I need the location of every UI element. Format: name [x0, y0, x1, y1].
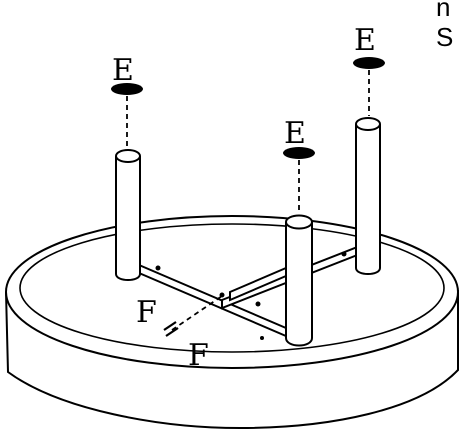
leg-left — [115, 149, 141, 281]
tabletop-bottom-edge — [5, 290, 459, 429]
guide-screw — [171, 295, 223, 331]
screw-icon — [163, 321, 177, 331]
tabletop-inner-rim — [19, 223, 445, 353]
label-e-right: E — [354, 23, 376, 58]
leg-front-middle — [285, 214, 313, 347]
screw-icons — [163, 321, 179, 337]
label-f-upper: F — [136, 295, 157, 330]
label-f-lower: F — [188, 338, 209, 373]
label-e-left: E — [112, 53, 134, 88]
legs — [115, 117, 381, 347]
corner-text-bottom: S — [436, 22, 453, 52]
foot-caps — [111, 57, 385, 159]
screw-icon — [165, 327, 179, 337]
label-e-middle: E — [284, 116, 306, 151]
tabletop — [5, 215, 459, 429]
foot-cap-middle — [283, 147, 315, 159]
screw-hole — [255, 301, 261, 307]
screw-hole — [341, 251, 347, 257]
screw-hole — [260, 336, 264, 340]
guide-lines — [126, 70, 370, 331]
tabletop-outer-rim — [5, 215, 459, 369]
foot-cap-right — [353, 57, 385, 69]
screw-hole — [219, 292, 225, 298]
foot-cap-left — [111, 83, 143, 95]
corner-text-top: n — [436, 0, 450, 22]
leg-back-right — [355, 117, 381, 275]
screw-hole — [155, 265, 161, 271]
